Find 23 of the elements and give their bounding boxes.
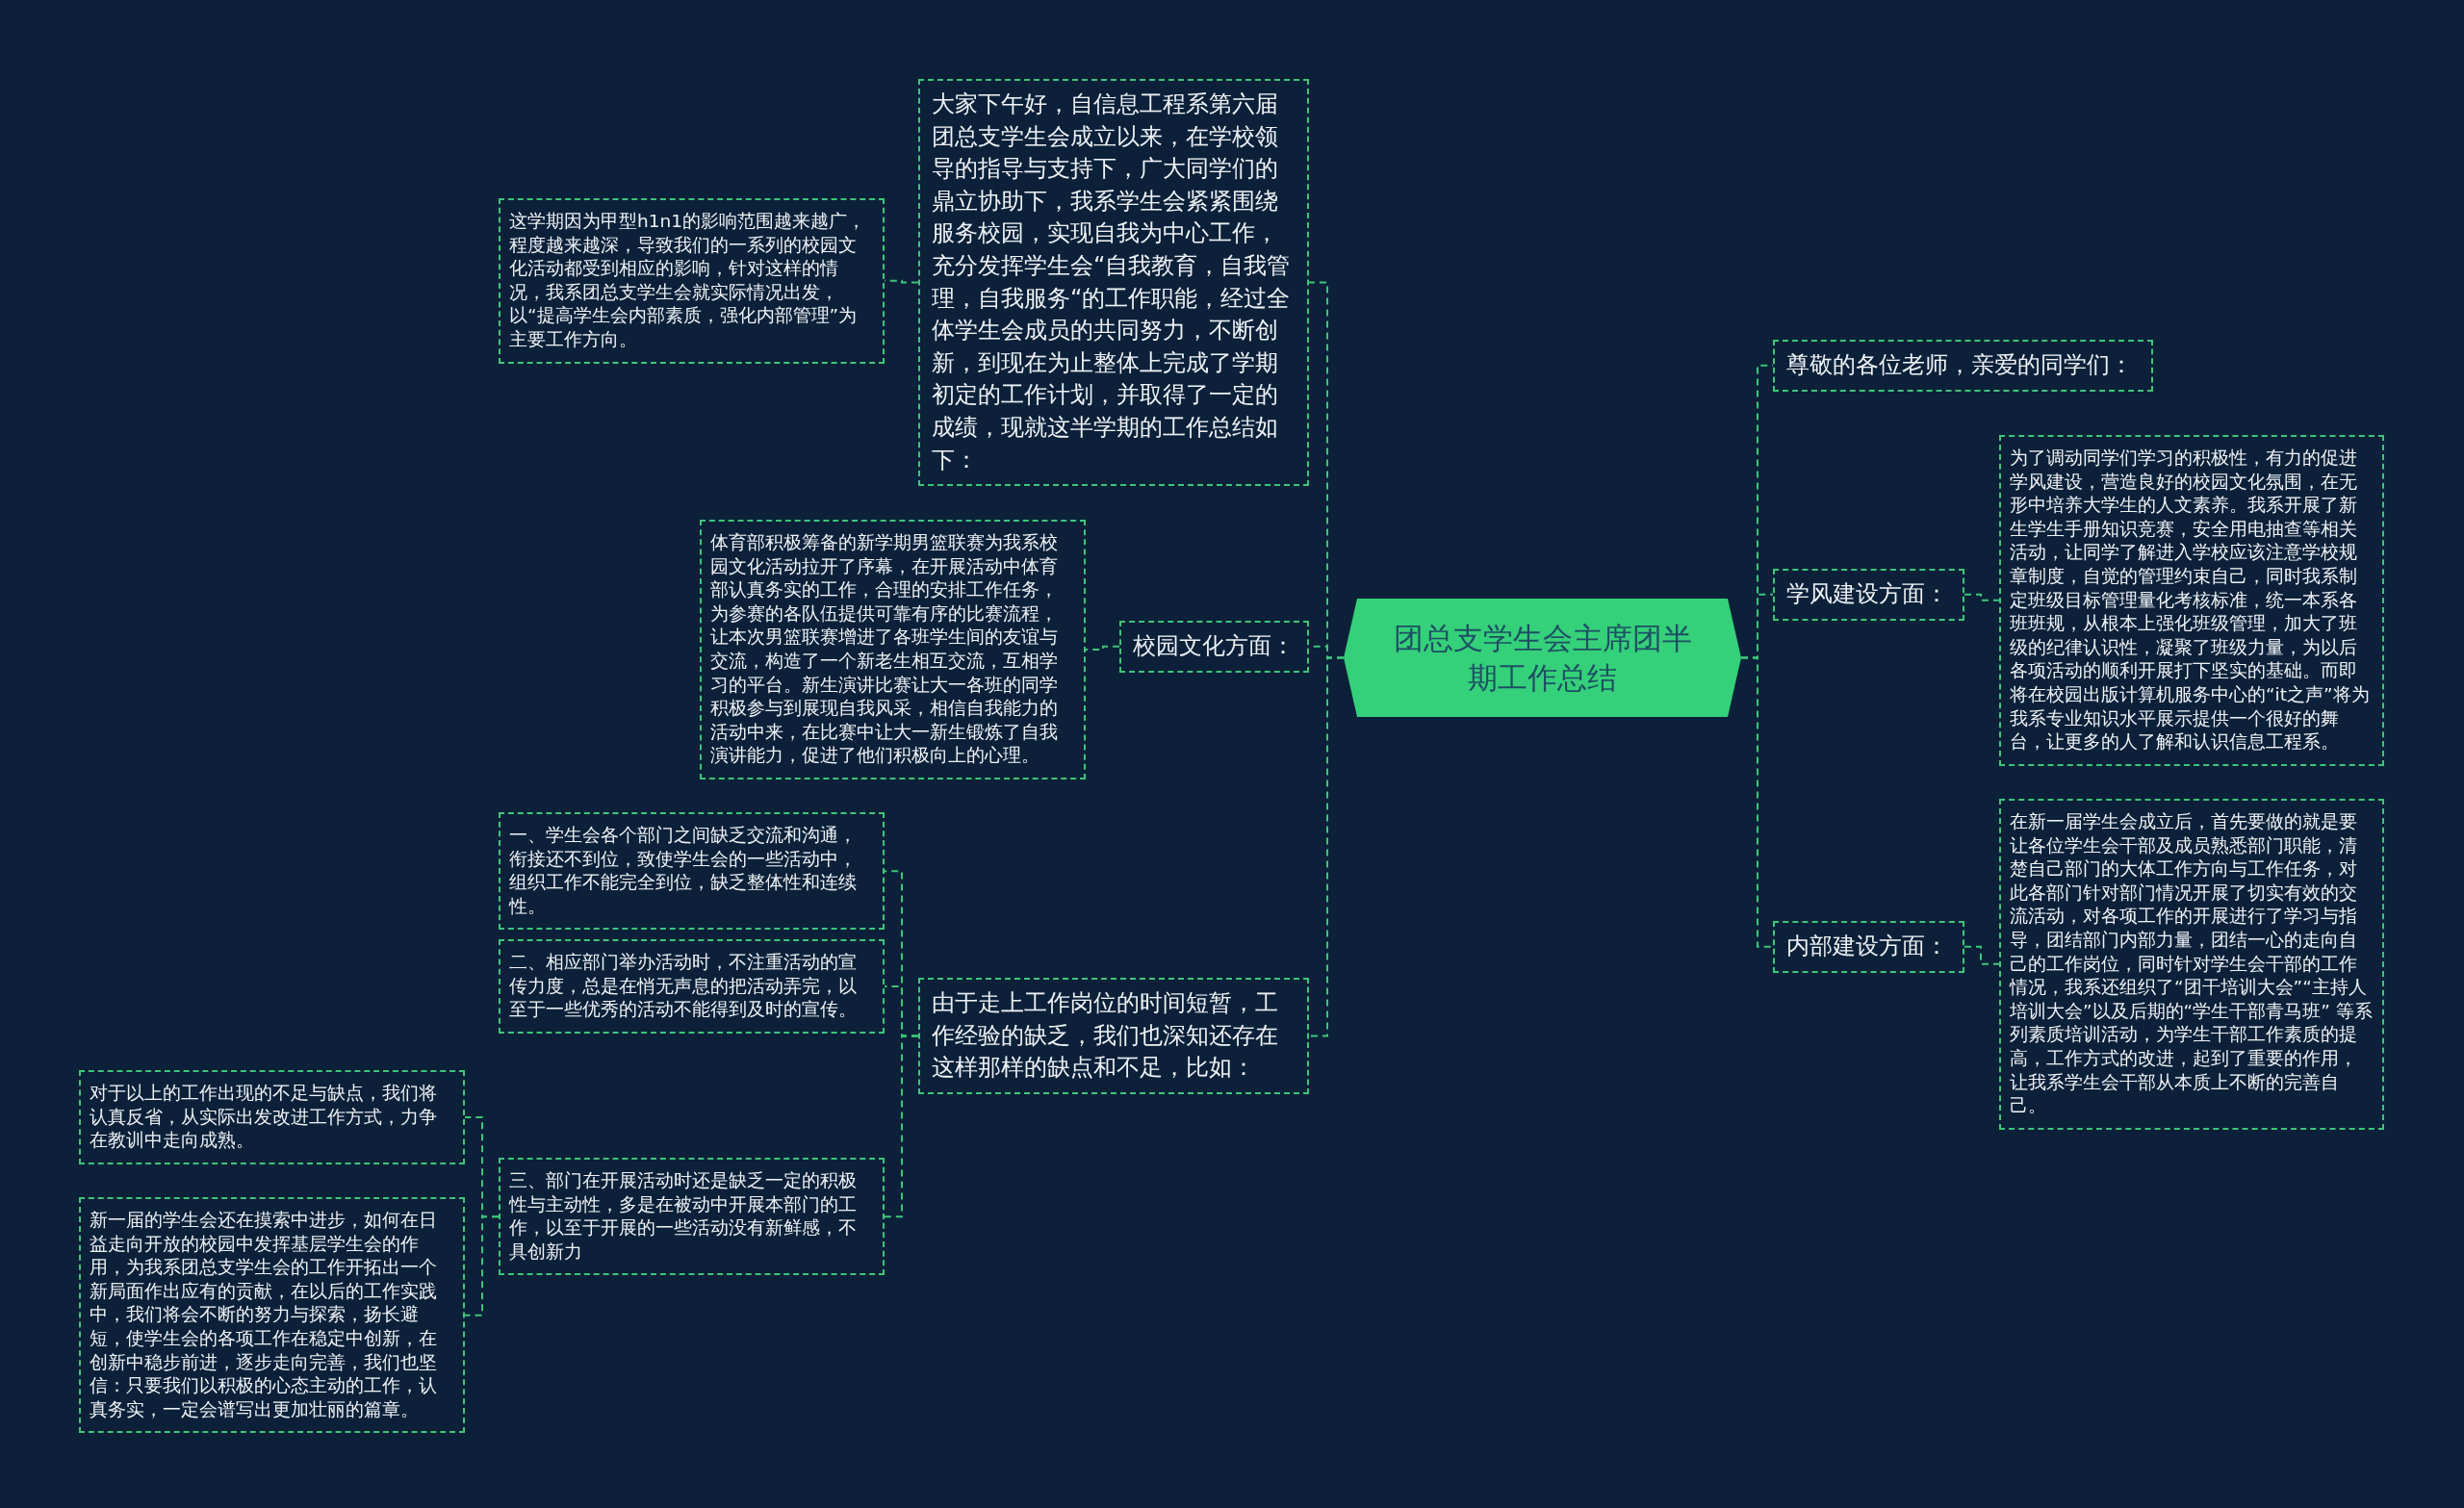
topic-box: 尊敬的各位老师，亲爱的同学们： xyxy=(1773,340,2153,392)
topic-box: 校园文化方面： xyxy=(1119,621,1309,673)
text-box: 大家下午好，自信息工程系第六届团总支学生会成立以来，在学校领导的指导与支持下，广大同学们的鼎立协助下，我系学生会紧紧围绕服务校园，实现自我为中心工作，充分发挥学生会“自我教育，自我管理，自我服务“的工作职能，经过全体学生会成员的共同努力，不断创新，到现在为止整体上完成了学期初定的工作计划，并取得了一定的成绩，现就这半学期的工作总结如下： xyxy=(918,79,1309,487)
connector-line xyxy=(884,1035,919,1218)
connector-line xyxy=(1085,645,1120,651)
connector-line xyxy=(1740,656,1774,948)
text-box: 对于以上的工作出现的不足与缺点，我们将认真反省，从实际出发改进工作方式，力争在教训中走向成熟。 xyxy=(79,1070,465,1164)
topic-box: 学风建设方面： xyxy=(1773,569,1964,621)
central-topic: 团总支学生会主席团半期工作总结 xyxy=(1344,599,1741,717)
text-box: 二、相应部门举办活动时，不注重活动的宣传力度，总是在悄无声息的把活动弄完，以至于一些优秀的活动不能得到及时的宣传。 xyxy=(499,939,885,1034)
text-box: 在新一届学生会成立后，首先要做的就是要让各位学生会干部及成员熟悉部门职能，清楚自己部门的大体工作方向与工作任务，对此各部门针对部门情况开展了切实有效的交流活动，对各项工作的开展进行了学习与指导，团结部门内部力量，团结一心的走向自己的工作岗位，同时针对学生会干部的工作情况，我系还组织了“团干培训大会”“主持人培训大会”以及后期的“学生干部青马班” 等系列素质培训活动，为学生干部工作素质的提高，工作方式的改进，起到了重要的作用，让我系学生会干部从本质上不断的完善自己。 xyxy=(1999,799,2384,1130)
connector-line xyxy=(1964,945,2000,965)
topic-box: 内部建设方面： xyxy=(1773,921,1964,973)
connector-line xyxy=(464,1215,500,1316)
text-box: 由于走上工作岗位的时间短暂，工作经验的缺乏，我们也深知还存在这样那样的缺点和不足，比如： xyxy=(918,978,1309,1094)
text-box: 体育部积极筹备的新学期男篮联赛为我系校园文化活动拉开了序幕，在开展活动中体育部认真务实的工作，合理的安排工作任务，为参赛的各队伍提供可靠有序的比赛流程，让本次男篮联赛增进了各班学生间的友谊与交流，构造了一个新老生相互交流，互相学习的平台。新生演讲比赛让大一各班的同学积极参与到展现自我风采，相信自我能力的活动中来，在比赛中让大一新生锻炼了自我演讲能力，促进了他们积极向上的心理。 xyxy=(700,520,1086,780)
text-box: 新一届的学生会还在摸索中进步，如何在日益走向开放的校园中发挥基层学生会的作用，为我系团总支学生会的工作开拓出一个新局面作出应有的贡献，在以后的工作实践中，我们将会不断的努力与探索，扬长避短，使学生会的各项工作在稳定中创新，在创新中稳步前进，逐步走向完善，我们也坚信：只要我们以积极的心态主动的工作，认真务实，一定会谱写出更加壮丽的篇章。 xyxy=(79,1197,465,1434)
text-box: 三、部门在开展活动时还是缺乏一定的积极性与主动性，多是在被动中开展本部门的工作，以至于开展的一些活动没有新鲜感，不具创新力 xyxy=(499,1158,885,1276)
text-box: 这学期因为甲型h1n1的影响范围越来越广，程度越来越深，导致我们的一系列的校园文化活动都受到相应的影响，针对这样的情况，我系团总支学生会就实际情况出发，以“提高学生会内部素质，强化内部管理”为主要工作方向。 xyxy=(499,198,885,364)
connector-line xyxy=(1308,656,1345,1037)
connector-line xyxy=(1964,593,2000,601)
text-box: 一、学生会各个部门之间缺乏交流和沟通，衔接还不到位，致使学生会的一些活动中，组织工作不能完全到位，缺乏整体性和连续性。 xyxy=(499,812,885,931)
text-box: 为了调动同学们学习的积极性，有力的促进学风建设，营造良好的校园文化氛围，在无形中培养大学生的人文素养。我系开展了新生学生手册知识竞赛，安全用电抽查等相关活动，让同学了解进入学校应该注意学校规章制度，自觉的管理约束自己，同时我系制定班级目标管理量化考核标准，统一本系各班班规，从根本上强化班级管理，加大了班级的纪律认识性，凝聚了班级力量，为以后各项活动的顺利开展打下坚实的基础。而即将在校园出版计算机服务中心的“it之声”将为我系专业知识水平展示提供一个很好的舞台，让更多的人了解和认识信息工程系。 xyxy=(1999,435,2384,766)
